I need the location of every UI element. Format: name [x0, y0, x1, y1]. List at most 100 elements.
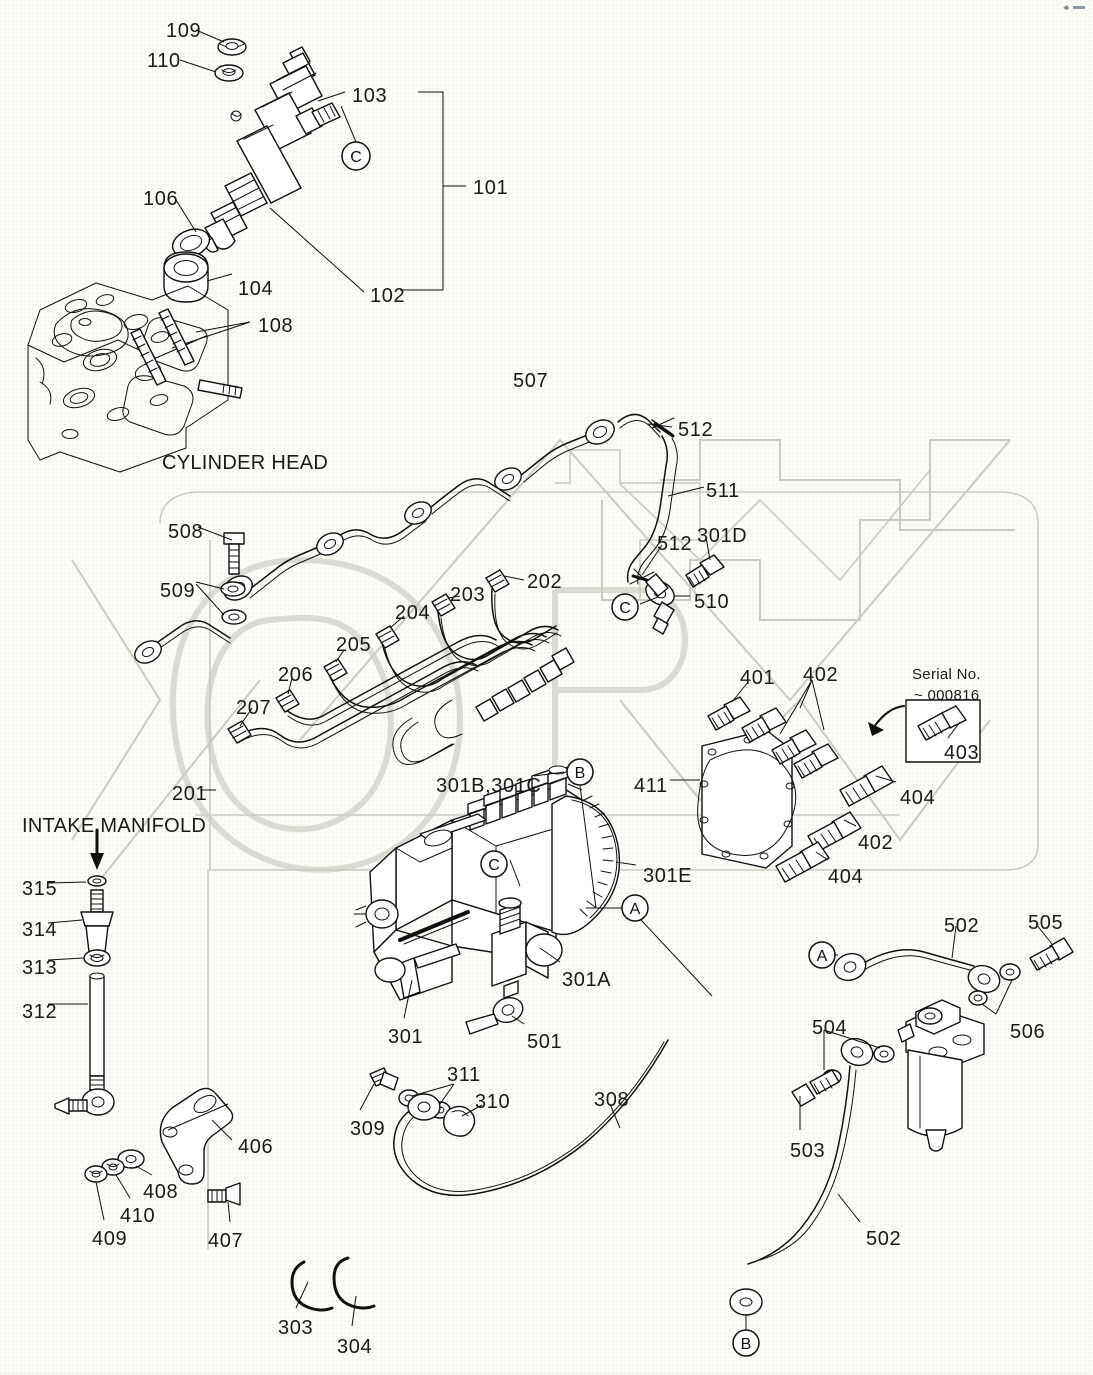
callout-406: 406	[238, 1136, 274, 1158]
callout-504: 504	[812, 1017, 848, 1039]
injection-pump-301	[353, 765, 713, 1035]
callout-314: 314	[22, 919, 58, 941]
leaders-injector	[171, 29, 466, 349]
section-label-serial-note-line1: Serial No.	[912, 666, 981, 683]
callout-204: 204	[395, 602, 431, 624]
throttle-linkage	[47, 828, 115, 1116]
callout-301a: 301A	[562, 969, 612, 991]
callout-207: 207	[236, 697, 272, 719]
hp-pipes-201-207	[200, 569, 575, 791]
ref-circle-letter: C	[350, 149, 362, 166]
callout-101: 101	[473, 177, 509, 199]
section-label-intake-manifold: INTAKE MANIFOLD	[22, 815, 207, 837]
corner-registration-mark	[1063, 5, 1085, 10]
part-314-fitting	[80, 889, 114, 957]
part-404-bolt-b	[775, 841, 830, 883]
part-301D-bolt	[685, 554, 725, 588]
callout-109: 109	[166, 20, 202, 42]
part-301A-feed-pump	[491, 897, 563, 999]
part-104-nozzle-seat	[163, 251, 209, 303]
ref-circle-c: C	[480, 850, 508, 878]
ref-circle-a: A	[808, 941, 836, 969]
callout-510: 510	[694, 591, 730, 613]
callout-512: 512	[678, 419, 714, 441]
part-312-rod	[81, 972, 115, 1116]
fuel-filter-assembly	[729, 923, 1074, 1330]
callout-401: 401	[740, 667, 776, 689]
callout-108: 108	[258, 315, 294, 337]
callout-303: 303	[278, 1317, 314, 1339]
part-510-elbow	[645, 573, 675, 635]
callout-206: 206	[278, 664, 314, 686]
part-103-nozzle-holder	[230, 46, 341, 151]
part-402-bolt-c	[793, 743, 839, 779]
ref-circle-b: B	[566, 758, 594, 786]
callout-506: 506	[1010, 1021, 1046, 1043]
callout-311: 311	[447, 1064, 481, 1086]
fuel-filter-body	[897, 999, 985, 1152]
ref-circle-a: A	[621, 894, 649, 922]
callout-501: 501	[527, 1031, 563, 1053]
rod-end-bolt	[54, 1097, 88, 1115]
callout-404: 404	[828, 866, 864, 888]
callout-102: 102	[370, 285, 406, 307]
part-503-bolt	[791, 1069, 840, 1107]
callout-408: 408	[143, 1181, 179, 1203]
part-110-washer	[214, 64, 244, 82]
part-404-bolt-a	[839, 765, 894, 807]
callout-301e: 301E	[643, 865, 693, 887]
callout-503: 503	[790, 1140, 826, 1162]
section-label-serial-note-line2: ~ 000816	[914, 687, 980, 704]
part-309-fitting	[369, 1067, 399, 1091]
callout-308: 308	[594, 1089, 630, 1111]
part-409-nut	[84, 1165, 108, 1183]
part-402-bolt-a	[741, 707, 787, 743]
callout-409: 409	[92, 1228, 128, 1250]
ref-circle-letter: B	[575, 765, 586, 782]
callout-404: 404	[900, 787, 936, 809]
callout-301: 301	[388, 1026, 424, 1048]
part-301E-gear	[551, 795, 621, 936]
callout-304: 304	[337, 1336, 373, 1358]
callout-201: 201	[172, 783, 208, 805]
part-108-studs	[130, 308, 243, 399]
injector-assembly	[163, 38, 341, 303]
hose-511-512	[626, 417, 725, 635]
callout-410: 410	[120, 1205, 156, 1227]
part-106-o-ring	[171, 228, 211, 258]
cylinder-head-assembly	[27, 282, 243, 473]
callout-411: 411	[634, 775, 668, 797]
section-label-cylinder-head: CYLINDER HEAD	[162, 452, 329, 474]
callout-301b-301c: 301B,301C	[436, 775, 542, 797]
callout-202: 202	[527, 571, 563, 593]
callout-505: 505	[1028, 912, 1064, 934]
bracket-fasteners	[84, 1149, 241, 1223]
part-109-nut	[217, 38, 247, 56]
ref-circle-c: C	[341, 141, 371, 171]
callout-402: 402	[858, 832, 894, 854]
callout-103: 103	[352, 85, 388, 107]
callout-407: 407	[208, 1230, 244, 1252]
banjo-joints-507	[134, 419, 615, 664]
ref-circle-letter: B	[741, 1336, 752, 1353]
gearcase-cover-411	[670, 679, 897, 883]
part-407-bolt	[207, 1182, 241, 1206]
serial-no-box	[868, 699, 981, 763]
callout-502: 502	[866, 1228, 902, 1250]
callout-403: 403	[944, 742, 980, 764]
callout-104: 104	[238, 278, 274, 300]
callout-313: 313	[22, 957, 58, 979]
part-310-cap	[443, 1105, 476, 1137]
callout-508: 508	[168, 521, 204, 543]
callout-312: 312	[22, 1001, 58, 1023]
ref-circle-b: B	[732, 1329, 760, 1357]
part-402-bolt-b	[771, 729, 817, 765]
part-406-bracket	[159, 1087, 234, 1185]
callout-507: 507	[513, 370, 549, 392]
clips-303-304	[290, 1256, 376, 1327]
part-403-bolt	[917, 705, 967, 741]
callout-509: 509	[160, 580, 196, 602]
callout-502: 502	[944, 915, 980, 937]
part-505-bolt	[1029, 937, 1074, 971]
